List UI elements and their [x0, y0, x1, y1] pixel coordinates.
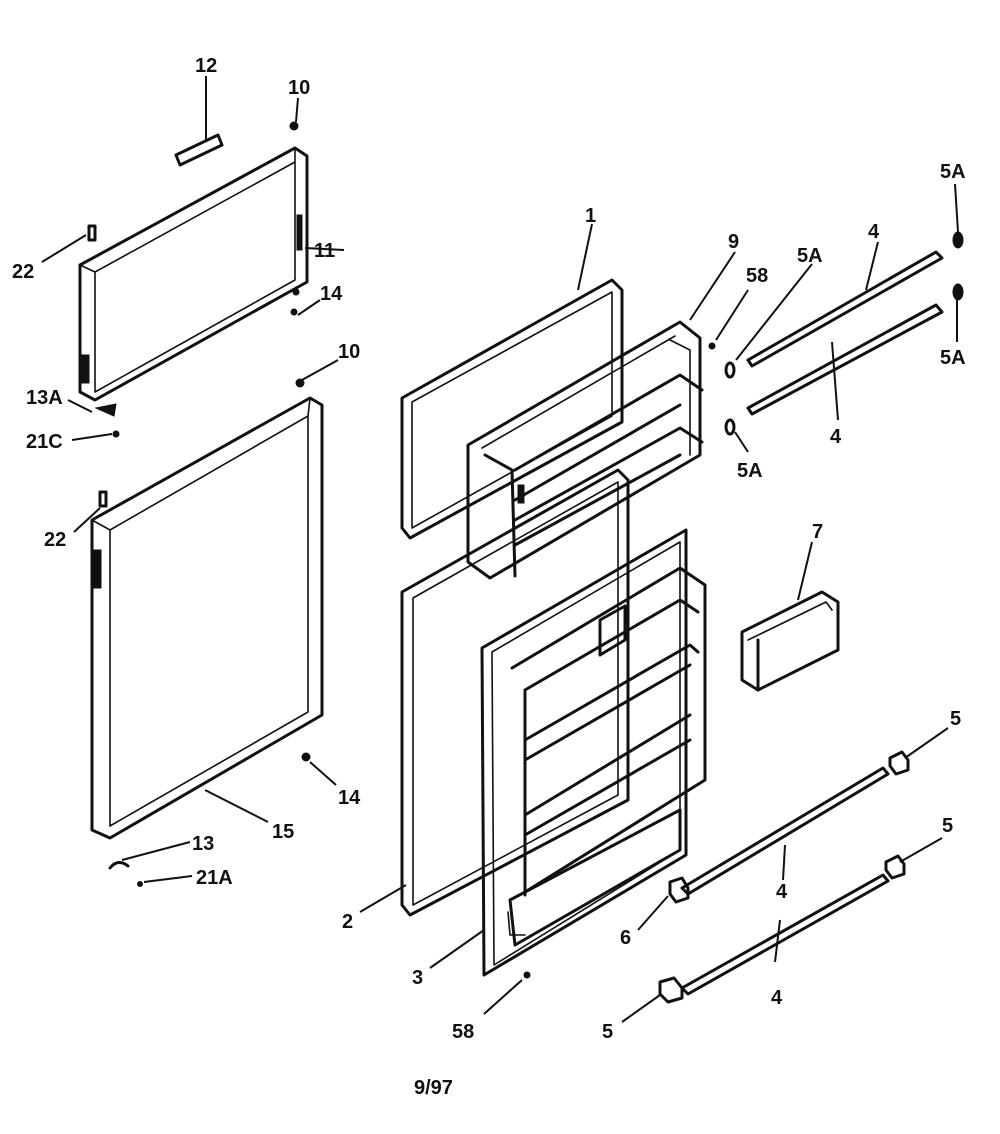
- fresh-food-door-frame: [90, 378, 324, 887]
- callout-12: 12: [195, 55, 217, 77]
- callout-5A-3: 5A: [940, 347, 966, 369]
- upper-hardware: [87, 121, 300, 438]
- callout-4-lower-b: 4: [771, 987, 783, 1009]
- callout-1: 1: [585, 205, 596, 227]
- fresh-food-gasket: [400, 468, 630, 917]
- callout-5A-2: 5A: [940, 161, 966, 183]
- callout-22-lower: 22: [44, 529, 66, 551]
- callout-5-lower: 5: [602, 1021, 613, 1043]
- fresh-food-door-liner: [480, 342, 716, 979]
- handle-end-caps: [658, 231, 964, 1004]
- handle-rails: [680, 250, 944, 996]
- callout-5A-4: 5A: [737, 460, 763, 482]
- callout-5-middle: 5: [942, 815, 953, 837]
- callout-5A-1: 5A: [797, 245, 823, 267]
- dairy-door-bin: [740, 590, 840, 692]
- callout-5-upper: 5: [950, 708, 961, 730]
- freezer-door-frame: [78, 146, 309, 402]
- callout-14-upper: 14: [320, 283, 343, 305]
- callout-4-lower-a: 4: [776, 881, 788, 903]
- callout-21C: 21C: [26, 431, 63, 453]
- callout-15: 15: [272, 821, 294, 843]
- callout-labels: 12 10 22 11 14 13A 21C 10 22 14 15 13 21…: [12, 55, 966, 1043]
- callout-14-lower: 14: [338, 787, 361, 809]
- callout-6: 6: [620, 927, 631, 949]
- date-code: 9/97: [414, 1077, 453, 1099]
- callout-4-upper-a: 4: [868, 221, 880, 243]
- callout-22-upper: 22: [12, 261, 34, 283]
- callout-13A: 13A: [26, 387, 63, 409]
- callout-21A: 21A: [196, 867, 233, 889]
- leader-lines: [41, 76, 959, 1023]
- freezer-gasket: [400, 278, 624, 540]
- callout-58-lower: 58: [452, 1021, 474, 1043]
- callout-11: 11: [314, 240, 335, 262]
- callout-2: 2: [342, 911, 353, 933]
- callout-4-upper-b: 4: [830, 426, 842, 448]
- callout-58-upper: 58: [746, 265, 768, 287]
- callout-3: 3: [412, 967, 423, 989]
- freezer-door-liner: [466, 320, 704, 580]
- trim-strip-part: [174, 133, 224, 167]
- callout-7: 7: [812, 521, 823, 543]
- callout-9: 9: [728, 231, 739, 253]
- callout-13: 13: [192, 833, 214, 855]
- callout-10-upper: 10: [288, 77, 310, 99]
- callout-10-lower: 10: [338, 341, 360, 363]
